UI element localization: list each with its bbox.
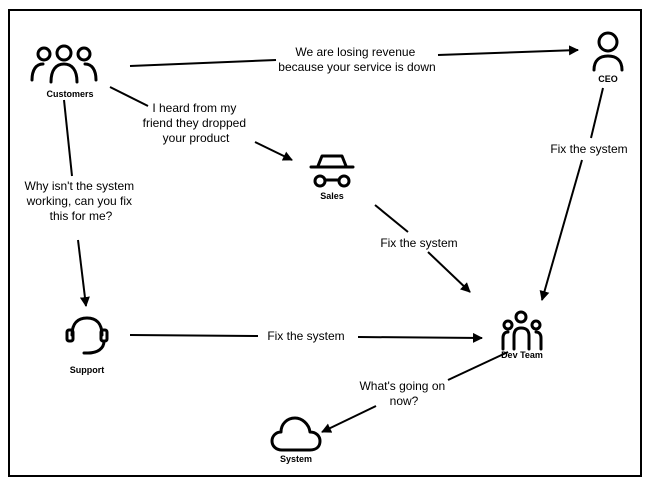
edge-label-line: your product (163, 131, 230, 145)
edge-customers-support-line-a (63, 99, 73, 177)
cloud-icon (270, 416, 322, 452)
edge-label-sales-dev: Fix the system (380, 236, 457, 250)
icon-part (65, 328, 75, 343)
spy-icon (309, 154, 355, 188)
node-label-ceo: CEO (598, 74, 618, 84)
edge-sales-dev-line-a (374, 204, 409, 233)
icon-part (83, 62, 98, 82)
edge-label-customers-ceo: We are losing revenue because your servi… (278, 45, 435, 74)
edge-dev-system: What's going on now? (321, 351, 509, 433)
icon-part (99, 328, 109, 343)
icon-part (534, 330, 543, 351)
edge-label-ceo-dev: Fix the system (550, 142, 627, 156)
edge-label-line: friend they dropped (143, 116, 246, 130)
edge-dev-system-line-a (447, 351, 509, 381)
edge-label-support-dev: Fix the system (267, 329, 344, 343)
edge-dev-system-line-b (321, 405, 377, 433)
icon-part (337, 174, 351, 188)
edge-label-line: I heard from my (152, 101, 236, 115)
icon-part (30, 62, 45, 82)
icon-part (512, 326, 531, 351)
node-dev-team[interactable]: Dev Team (501, 310, 543, 360)
node-support[interactable]: Support (65, 316, 109, 375)
icon-part (76, 46, 92, 62)
edge-label-line: because your service is down (278, 60, 435, 74)
edge-ceo-dev: Fix the system (539, 87, 628, 301)
edge-label-line: now? (390, 394, 419, 408)
icon-part (270, 416, 322, 452)
edge-support-dev-line-a (129, 334, 259, 337)
node-system[interactable]: System (270, 416, 322, 464)
edge-customers-sales-line-a (109, 86, 149, 107)
icon-part (501, 330, 510, 351)
icon-part (49, 62, 79, 84)
edge-label-customers-support: Why isn't the system working, can you fi… (25, 179, 138, 223)
edge-customers-sales-line-b (254, 141, 293, 161)
node-label-system: System (280, 454, 312, 464)
edge-label-line: working, can you fix (26, 194, 132, 208)
headset-icon (65, 316, 109, 355)
team-icon (501, 310, 543, 351)
edge-customers-support: Why isn't the system working, can you fi… (25, 99, 138, 307)
icon-part (316, 154, 348, 168)
edge-label-dev-system: What's going on now? (359, 379, 448, 408)
edge-support-dev-line-b (357, 332, 483, 343)
diagram-border (8, 9, 642, 477)
icon-part (55, 44, 73, 62)
edge-ceo-dev-line-a (590, 87, 604, 139)
node-label-sales: Sales (320, 191, 344, 201)
icon-part (530, 319, 542, 331)
node-label-customers: Customers (46, 89, 93, 99)
edge-support-dev: Fix the system (129, 329, 483, 343)
icon-part (70, 316, 104, 337)
icon-part (597, 31, 619, 53)
edge-sales-dev: Fix the system (374, 204, 471, 293)
node-customers[interactable]: Customers (30, 44, 98, 99)
edge-sales-dev-line-b (427, 251, 471, 293)
edge-label-customers-sales: I heard from my friend they dropped your… (143, 101, 250, 145)
node-sales[interactable]: Sales (309, 154, 355, 201)
icon-part (502, 319, 514, 331)
icon-part (592, 54, 624, 72)
group-icon (30, 44, 98, 84)
edge-customers-ceo-line-a (129, 59, 277, 67)
node-ceo[interactable]: CEO (592, 31, 624, 84)
edge-customers-support-line-b (77, 239, 90, 307)
node-label-support: Support (70, 365, 105, 375)
icon-part (514, 310, 528, 324)
icon-part (36, 46, 52, 62)
edge-label-line: We are losing revenue (295, 45, 415, 59)
user-icon (592, 31, 624, 72)
edge-customers-ceo: We are losing revenue because your servi… (129, 45, 579, 74)
icon-part (313, 174, 327, 188)
edge-customers-sales: I heard from my friend they dropped your… (109, 86, 293, 161)
edge-label-line: What's going on (359, 379, 445, 393)
edge-label-line: this for me? (50, 209, 113, 223)
edge-ceo-dev-line-b (539, 159, 583, 301)
node-label-dev-team: Dev Team (501, 350, 543, 360)
edge-customers-ceo-line-b (437, 45, 579, 56)
edge-label-line: Why isn't the system (25, 179, 135, 193)
icon-part (86, 339, 106, 355)
